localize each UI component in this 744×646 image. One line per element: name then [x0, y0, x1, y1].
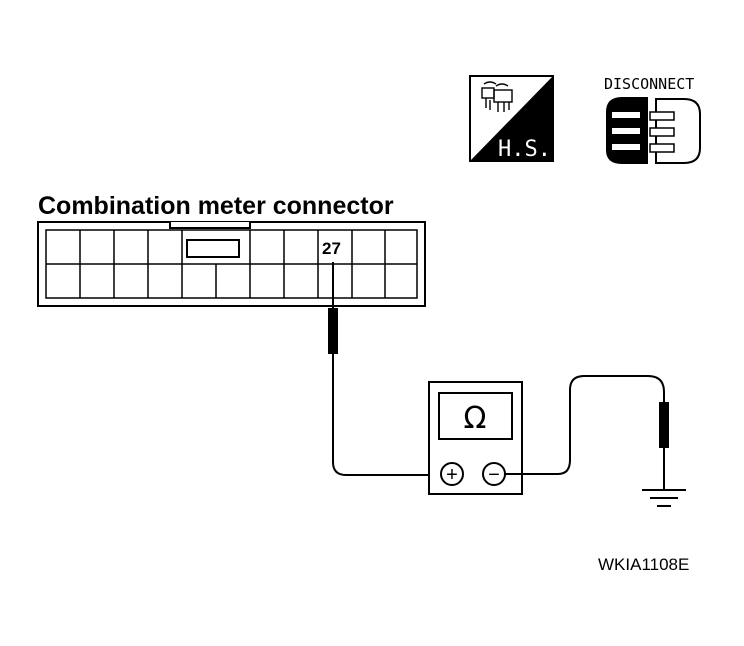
ohmmeter: Ω + − — [428, 381, 523, 495]
disconnect-label: DISCONNECT — [604, 75, 694, 93]
connector-body — [37, 221, 426, 307]
figure-code: WKIA1108E — [598, 555, 689, 574]
positive-probe — [328, 262, 338, 354]
pin-27-label: 27 — [322, 239, 341, 258]
harness-side-label: H.S. — [498, 137, 551, 162]
positive-lead — [332, 354, 440, 476]
harness-side-icon: H.S. — [469, 75, 554, 162]
ground-symbol — [642, 478, 686, 507]
ground-probe — [659, 402, 669, 478]
positive-terminal — [440, 462, 464, 486]
negative-symbol: − — [488, 464, 500, 486]
hand-connector-icon — [481, 81, 513, 112]
connector-title: Combination meter connector — [38, 192, 394, 220]
ohm-symbol: Ω — [464, 401, 487, 436]
positive-symbol: + — [446, 464, 458, 486]
negative-lead — [505, 375, 665, 475]
disconnect-icon: DISCONNECT — [604, 75, 701, 164]
